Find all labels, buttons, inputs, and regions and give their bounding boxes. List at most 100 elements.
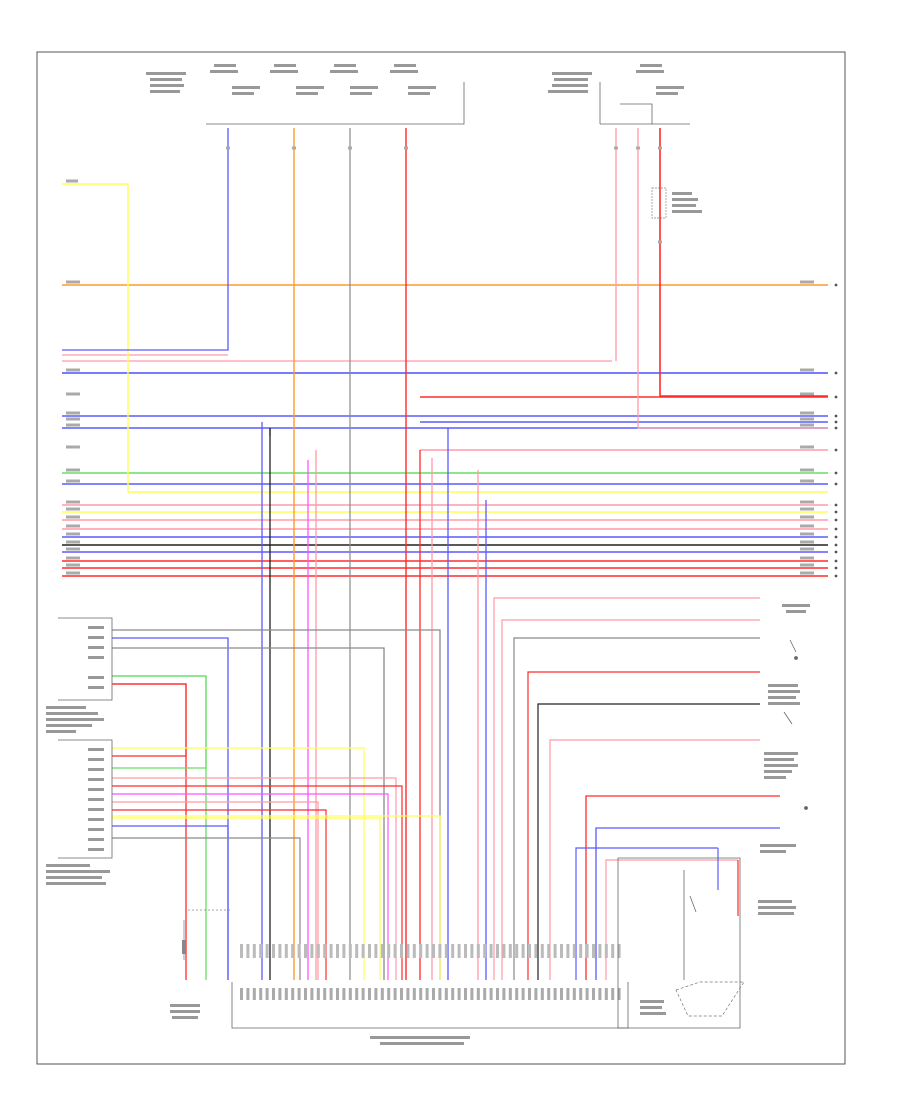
door-lock-motor-box	[617, 857, 745, 1029]
unit-pin-label-22	[380, 988, 384, 1000]
vertical-blue-1	[62, 128, 229, 351]
right-wire-blue-low-2	[575, 847, 718, 980]
bus-wire-right-label-6	[800, 445, 814, 449]
right-switch-components	[758, 604, 810, 915]
left-lower-wire-4	[112, 801, 319, 980]
bus-wire-left-label-16	[66, 556, 80, 560]
bus-wire-left-label-12	[66, 524, 80, 528]
unit-pin-29	[425, 944, 429, 958]
bus-wire-terminal-18	[834, 574, 838, 578]
unit-pin-39	[489, 944, 493, 958]
unit-pin-3	[259, 944, 263, 958]
bus-wire-right-label-7	[800, 468, 814, 472]
bus-wire-right-label-2	[800, 392, 814, 396]
top-component-labels-right	[548, 64, 702, 213]
unit-pin-26	[406, 944, 410, 958]
top-component-block-left	[146, 64, 465, 125]
bus-wire-left-label-18	[66, 571, 80, 575]
unit-pin-label-20	[368, 988, 371, 1000]
unit-pin-label-12	[316, 988, 320, 1000]
left-module-wire-3	[112, 675, 207, 980]
unit-pin-label-25	[400, 988, 403, 1000]
left-lower-long-yellow	[112, 815, 441, 980]
unit-pin-label-58	[611, 988, 615, 1000]
bus-wire-left-label-9	[66, 500, 80, 504]
unit-pin-label-33	[451, 988, 455, 1000]
unit-pin-11	[310, 944, 314, 958]
ground-symbol	[170, 909, 230, 1019]
unit-pin-21	[374, 944, 378, 958]
unit-pin-27	[412, 944, 416, 958]
unit-pin-label-23	[387, 988, 391, 1000]
unit-pin-33	[451, 944, 455, 958]
unit-pin-51	[566, 944, 570, 958]
unit-pin-36	[470, 944, 474, 958]
left-lower-wire-1	[112, 777, 397, 980]
right-wire-red-low	[585, 795, 780, 980]
bus-wire-left-label-8	[66, 479, 80, 483]
unit-pin-8	[291, 944, 295, 958]
unit-pin-label-36	[470, 988, 474, 1000]
bus-wire-terminal-16	[834, 559, 838, 563]
bus-wire-terminal-8	[834, 482, 838, 486]
bus-wire-right-label-5	[800, 423, 814, 427]
unit-pin-48	[547, 944, 551, 958]
unit-pin-label-29	[425, 988, 429, 1000]
bus-wire-left-label-10	[66, 507, 80, 511]
unit-pin-label-16	[342, 988, 346, 1000]
yellow-feed-label	[66, 179, 78, 183]
unit-pin-57	[604, 944, 608, 958]
bus-wire-terminal-13	[834, 535, 838, 539]
bus-wire-left-label-0	[66, 280, 80, 284]
unit-pin-label-41	[502, 988, 506, 1000]
unit-pin-label-51	[566, 988, 570, 1000]
bus-wire-right-label-13	[800, 532, 814, 536]
vertical-red-right-1	[659, 128, 828, 397]
unit-pin-34	[457, 944, 461, 958]
unit-pin-label-7	[284, 988, 288, 1000]
vertical-wire-tag-3	[404, 146, 408, 150]
bus-wire-left-label-3	[66, 411, 80, 415]
unit-pin-40	[496, 944, 499, 958]
left-lower-wire-0	[112, 747, 365, 980]
left-lower-wire-7	[112, 825, 229, 980]
unit-pin-32	[444, 944, 448, 958]
bus-wire-right-label-14	[800, 540, 814, 544]
right-wire-3	[527, 671, 760, 980]
unit-pin-label-9	[297, 988, 301, 1000]
unit-pin-label-19	[361, 988, 365, 1000]
left-lower-wire-5	[112, 809, 327, 980]
bus-wire-right-label-0	[800, 280, 814, 284]
unit-pin-label-57	[604, 988, 608, 1000]
unit-pin-5	[272, 944, 275, 958]
bus-wire-left-label-1	[66, 368, 80, 372]
unit-pin-label-59	[617, 988, 621, 1000]
left-module-wire-4	[112, 683, 187, 980]
bus-wire-terminal-5	[834, 426, 838, 430]
unit-pin-52	[572, 944, 576, 958]
unit-pin-15	[336, 944, 339, 958]
unit-pin-17	[348, 944, 352, 958]
vertical-wire-tag-2	[348, 146, 352, 150]
bus-wire-right-label-4	[800, 417, 814, 421]
right-wire-blue-low	[595, 827, 780, 980]
bus-wire-right-label-11	[800, 515, 814, 519]
unit-pin-10	[304, 944, 307, 958]
vertical-pink-right-2	[637, 128, 828, 429]
unit-pin-37	[476, 944, 480, 958]
unit-pin-31	[438, 944, 442, 958]
unit-pin-label-35	[464, 988, 467, 1000]
top-component-labels-left	[146, 64, 436, 95]
unit-pin-53	[579, 944, 583, 958]
vertical-wire-tag-5	[636, 146, 640, 150]
right-wire-0	[493, 597, 760, 980]
bus-wire-terminal-14	[834, 543, 838, 547]
unit-pin-label-53	[579, 988, 583, 1000]
bus-wire-left-label-5	[66, 423, 80, 427]
unit-pin-label-26	[406, 988, 410, 1000]
bus-wire-terminal-3	[834, 414, 838, 418]
unit-pin-35	[464, 944, 467, 958]
vertical-wire-tag-6	[658, 146, 662, 150]
unit-pin-label-56	[598, 988, 602, 1000]
